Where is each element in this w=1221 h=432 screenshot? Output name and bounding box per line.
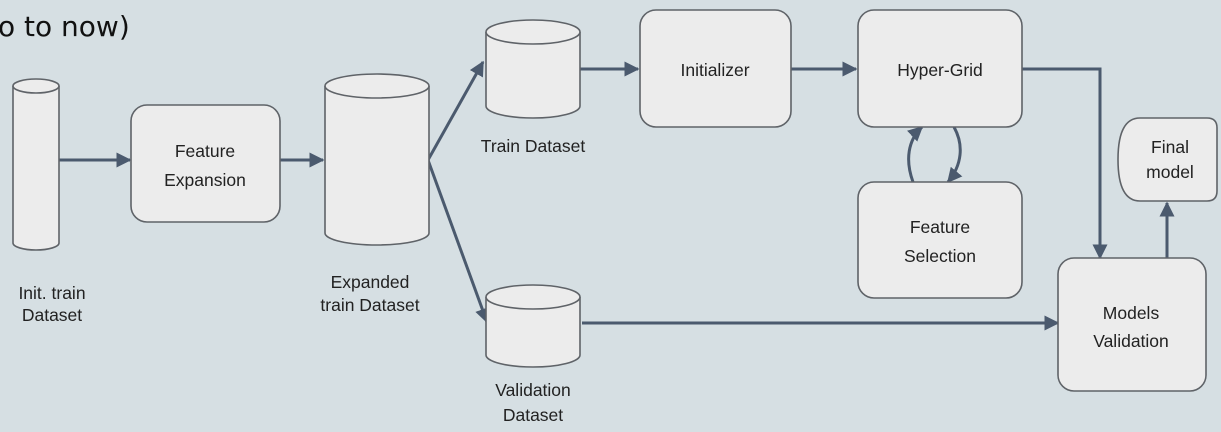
init-train-dataset-label-2: Dataset — [22, 305, 82, 325]
initializer-node: Initializer — [639, 9, 792, 128]
feature-expansion-node: Feature Expansion — [130, 104, 281, 223]
initializer-label: Initializer — [680, 60, 749, 80]
edge-selection-to-hypergrid — [907, 125, 924, 183]
expanded-train-dataset-label-2: train Dataset — [320, 295, 419, 315]
validation-dataset-label: Validation — [495, 380, 571, 400]
models-validation-label: Models — [1103, 303, 1160, 323]
feature-selection-node: Feature Selection — [857, 181, 1023, 299]
expanded-train-dataset-label: Expanded — [331, 272, 410, 292]
train-dataset-label: Train Dataset — [481, 136, 586, 156]
final-model-label-2: model — [1146, 162, 1194, 182]
final-model-node: Final model — [1117, 117, 1218, 202]
models-validation-node: Models Validation — [1057, 257, 1207, 392]
edge-expanded-to-validation — [426, 159, 490, 324]
validation-dataset-node: Validation Dataset — [485, 284, 581, 425]
init-train-dataset-label: Init. train — [18, 283, 85, 303]
slide-title-fragment: o to now) — [0, 10, 130, 43]
edge-hypergrid-to-selection — [946, 126, 963, 184]
hyper-grid-label: Hyper-Grid — [897, 60, 983, 80]
models-validation-label-2: Validation — [1093, 331, 1169, 351]
edge-hypergrid-to-modelsvalidation — [1022, 67, 1108, 260]
final-model-label: Final — [1151, 137, 1189, 157]
init-train-dataset-node: Init. train Dataset — [12, 78, 86, 325]
edges — [58, 60, 1175, 331]
hyper-grid-node: Hyper-Grid — [857, 9, 1023, 128]
feature-selection-label-2: Selection — [904, 246, 976, 266]
validation-dataset-label-2: Dataset — [503, 405, 563, 425]
feature-expansion-label-2: Expansion — [164, 170, 246, 190]
expanded-train-dataset-node: Expanded train Dataset — [320, 73, 430, 315]
feature-expansion-label: Feature — [175, 141, 235, 161]
train-dataset-node: Train Dataset — [481, 19, 586, 156]
edge-expanded-to-train — [426, 60, 485, 161]
feature-selection-label: Feature — [910, 217, 970, 237]
